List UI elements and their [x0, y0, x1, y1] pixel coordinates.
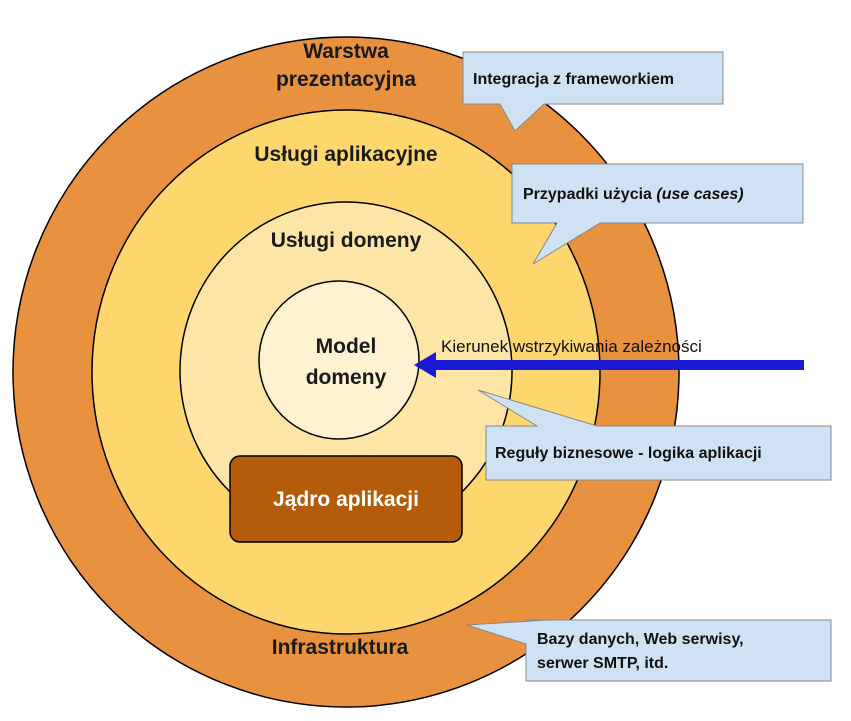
framework-callout [462, 51, 724, 132]
domain-model-label: Model [316, 335, 377, 358]
domain-model-label-line2: domeny [306, 366, 387, 389]
business-rules-callout [477, 389, 832, 481]
use-cases-callout-italic: (use cases) [656, 186, 743, 203]
core-box-label: Jądro aplikacji [273, 488, 419, 511]
domain-services-label: Usługi domeny [271, 229, 422, 252]
core-box [229, 455, 463, 543]
use-cases-callout [511, 163, 804, 265]
presentation-layer-label: Warstwa [303, 40, 389, 63]
infrastructure-callout-text-line2: serwer SMTP, itd. [537, 655, 668, 672]
use-cases-callout-text: Przypadki użycia (use cases) [523, 186, 744, 203]
arrow-left-icon [414, 352, 804, 378]
infrastructure-label: Infrastruktura [272, 636, 409, 659]
business-rules-callout-text: Reguły biznesowe - logika aplikacji [495, 445, 762, 462]
presentation-layer-label-line2: prezentacyjna [276, 68, 416, 91]
domain-model-circle [258, 280, 420, 440]
arrow-label: Kierunek wstrzykiwania zależności [441, 337, 702, 356]
infrastructure-callout [466, 619, 832, 682]
use-cases-callout-prefix: Przypadki użycia [523, 186, 656, 203]
infrastructure-callout-text: Bazy danych, Web serwisy, [537, 631, 744, 648]
application-services-label: Usługi aplikacyjne [254, 143, 437, 166]
framework-callout-text: Integracja z frameworkiem [473, 71, 674, 88]
